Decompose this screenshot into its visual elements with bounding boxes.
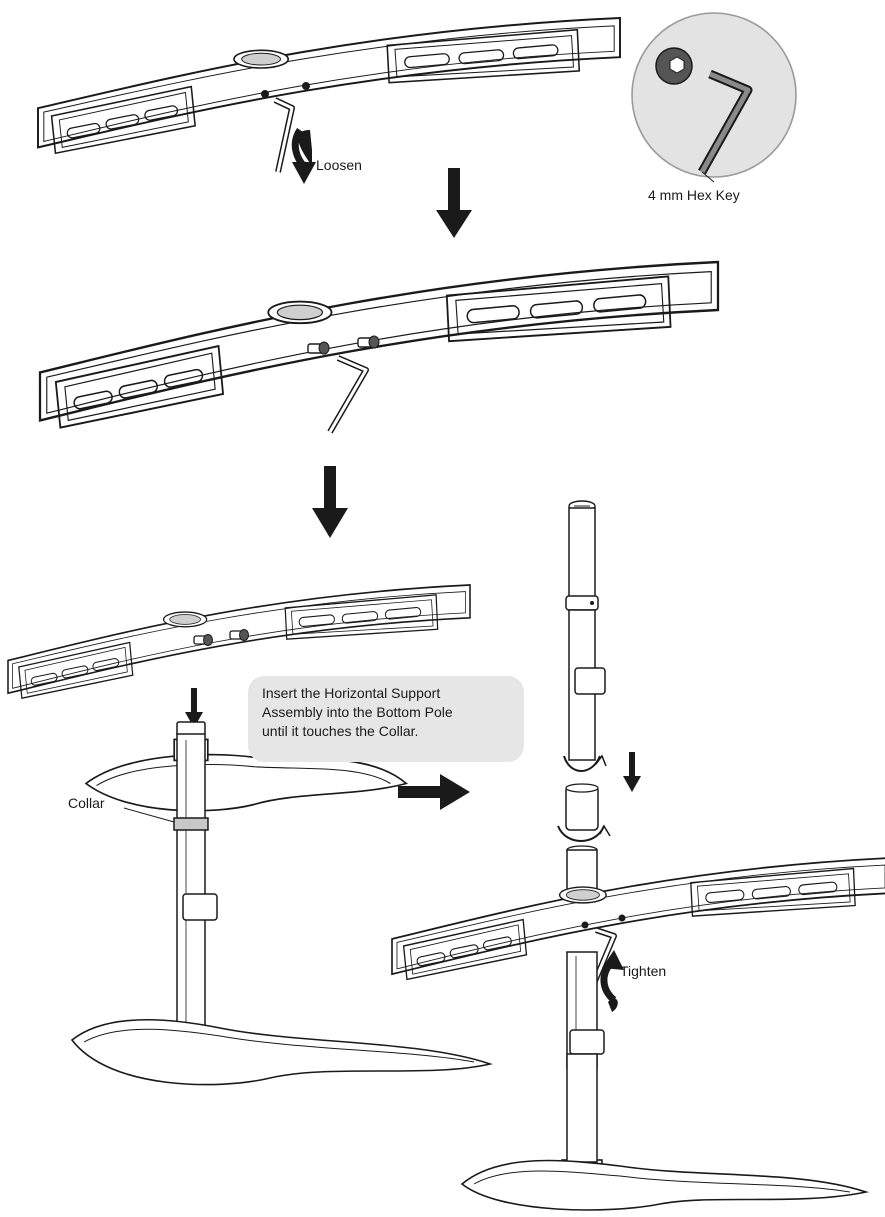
upper-pole [563,500,607,772]
tighten-arrow [600,950,624,1012]
tighten-label: Tighten [620,963,666,979]
collar [173,817,209,831]
bottom-pole-right [460,951,870,1211]
down-arrow-1 [436,168,472,238]
screw-right-4 [618,914,626,922]
step4-hex-key [589,927,617,990]
cable-clip-right [569,1029,605,1055]
hex-key-inset [631,12,797,183]
instruction-callout: Insert the Horizontal Support Assembly i… [248,676,524,762]
instruction-line-3: until it touches the Collar. [262,723,419,739]
hex-key-label: 4 mm Hex Key [648,187,740,203]
cable-clip-upper [574,667,606,695]
instruction-line-1: Insert the Horizontal Support [262,685,441,701]
base-right [460,1159,870,1211]
cable-clip-left [182,893,218,921]
bottom-pole-left [70,721,493,1086]
step2-bar [38,260,720,429]
removed-screw-4 [229,629,249,641]
step1-hex-key [273,97,295,173]
step1-bar [37,17,621,155]
screw-left-4 [581,921,589,929]
loosen-label: Loosen [316,157,362,173]
hex-socket-icon [669,56,685,74]
collar-leader-line [123,807,175,823]
right-arrow [398,774,470,810]
screw-right [302,82,310,90]
step2-hex-key [327,355,369,434]
removed-screw-1 [307,341,330,355]
insert-arrow [185,688,203,728]
step4-bar [391,857,885,981]
loosen-arrow [291,128,316,184]
removed-screw-3 [193,634,213,646]
down-arrow-2 [312,466,348,538]
collar-piece [557,783,611,842]
removed-screw-2 [357,335,380,349]
down-arrow-small [623,752,641,792]
collar-label: Collar [68,795,105,811]
screw-left [261,90,269,98]
instruction-line-2: Assembly into the Bottom Pole [262,704,453,720]
base-left [70,1018,493,1086]
step3-bar [7,584,471,699]
